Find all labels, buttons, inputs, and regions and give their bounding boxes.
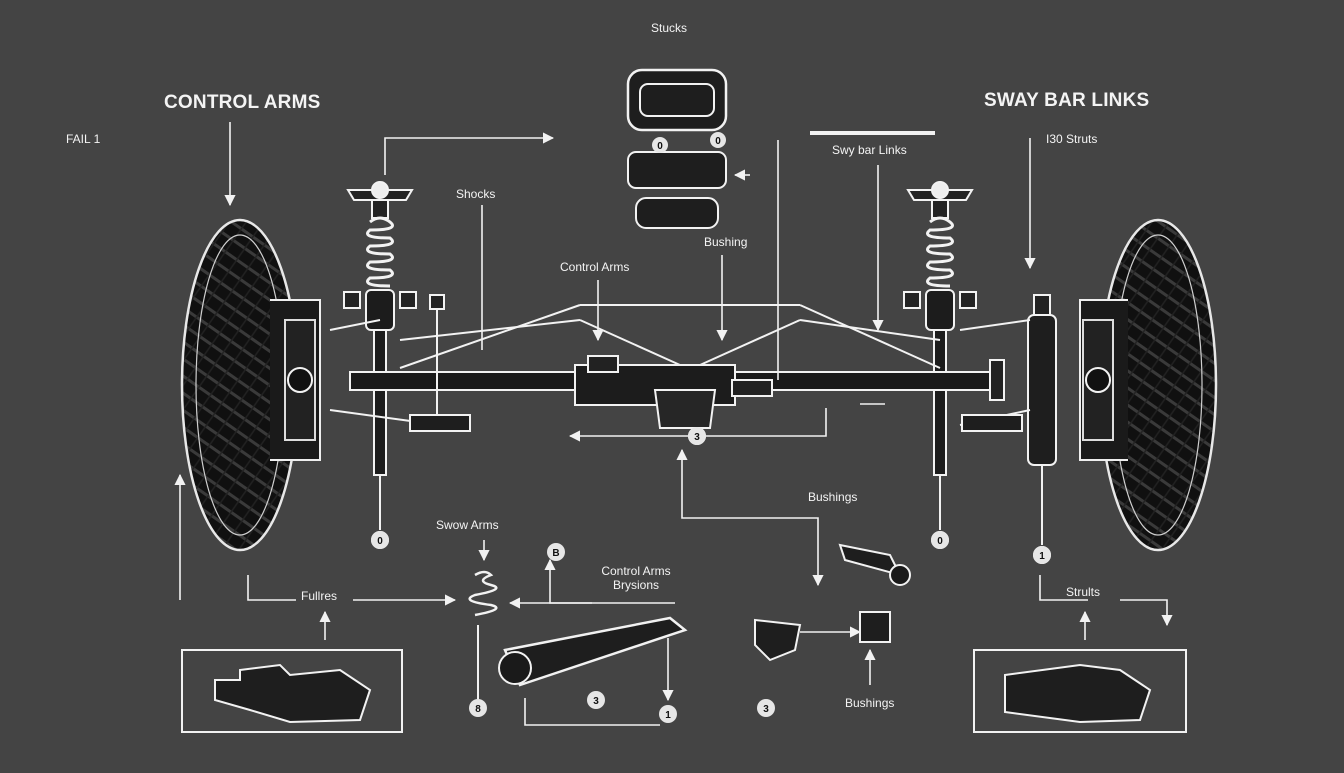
badge-bushing-bottom: 3 (763, 704, 769, 715)
control-arms-bottom-label: Control Arms Brysions (592, 564, 680, 593)
control-arms-center-label: Control Arms (560, 260, 630, 274)
bushing-parts (754, 543, 911, 662)
shocks-label: Shocks (456, 187, 496, 201)
control-arms-title: CONTROL ARMS (164, 92, 321, 113)
left-control-arm (329, 294, 471, 432)
cross-beam (349, 304, 991, 445)
badge-bottom-arm-right: 1 (665, 710, 671, 721)
left-strut-assembly (343, 181, 417, 549)
right-wheel (1079, 218, 1218, 552)
top-struts-label: Stucks (651, 21, 688, 35)
badge-top-bracket-right: 0 (715, 136, 721, 147)
bottom-right-box (973, 649, 1187, 733)
struts-bottom-right-label: Strults (1066, 585, 1101, 599)
fail-label: FAIL 1 (66, 132, 101, 146)
struts-top-right-label: I30 Struts (1046, 132, 1098, 146)
badge-right-strut: 1 (1039, 551, 1045, 562)
badge-left-hub: 0 (377, 536, 383, 547)
badge-top-bracket-left: 0 (657, 141, 663, 152)
sway-bar-links-title: SWAY BAR LINKS (984, 90, 1150, 111)
badge-bottom-link-top: B (552, 548, 559, 559)
control-arms-bottom-line2: Brysions (612, 577, 659, 592)
sway-bar-link-part (468, 570, 498, 716)
control-arms-bottom-line1: Control Arms (601, 564, 671, 578)
bushings-bottom-label: Bushings (845, 696, 895, 710)
badge-bottom-link: 8 (475, 704, 481, 715)
sway-bar-links-small-label: Swy bar Links (832, 143, 907, 157)
failures-label: Fullres (301, 589, 338, 603)
badge-bottom-arm-mid: 3 (593, 696, 599, 707)
top-strut-mounts (626, 68, 728, 229)
left-wheel (180, 218, 321, 552)
badges (371, 132, 1051, 723)
bottom-left-box (181, 649, 403, 733)
right-strut-assembly (903, 181, 977, 549)
badge-center-diff: 3 (694, 432, 700, 443)
right-control-arm (959, 319, 1031, 432)
swow-arms-label: Swow Arms (436, 518, 499, 532)
bushings-mid-label: Bushings (808, 490, 858, 504)
badge-right-hub: 0 (937, 536, 943, 547)
right-outer-strut (1027, 294, 1057, 564)
leader-lines (174, 122, 1173, 726)
bushing-label: Bushing (704, 235, 748, 249)
bottom-control-arm-part (498, 616, 688, 687)
